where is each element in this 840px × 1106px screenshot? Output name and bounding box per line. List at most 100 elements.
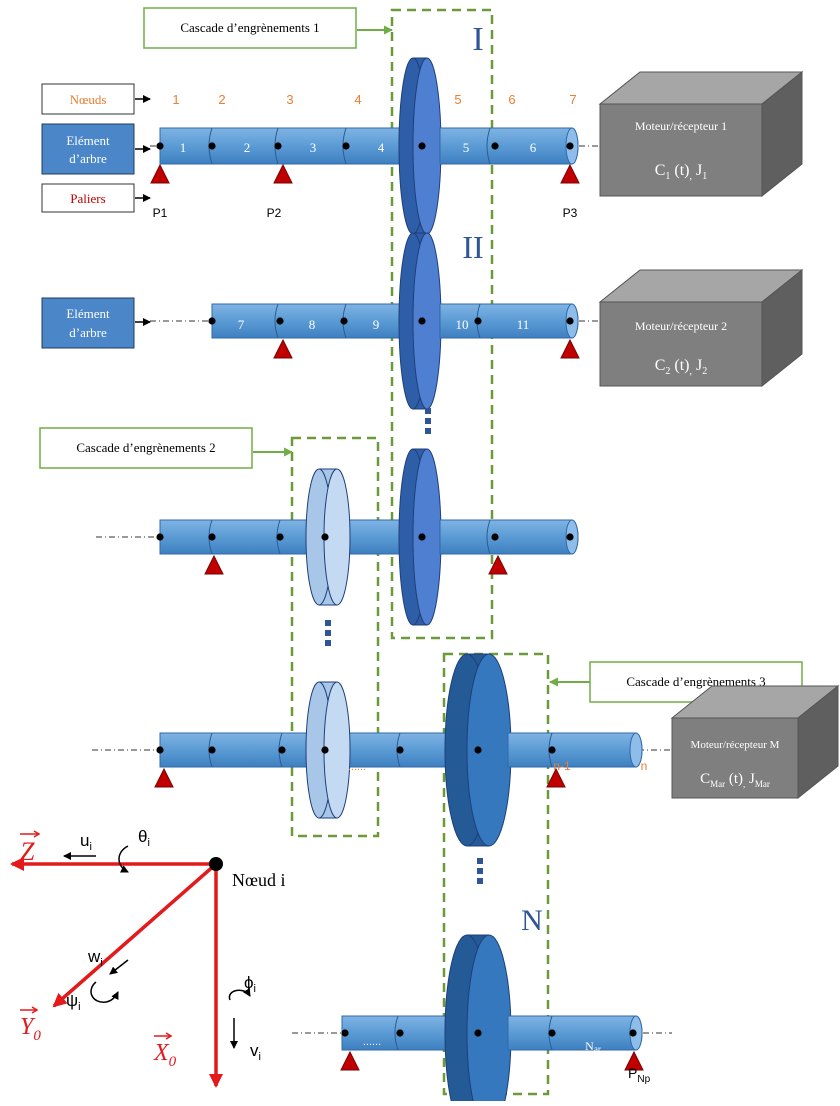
psi-label: ψi bbox=[66, 991, 81, 1013]
u-main: u bbox=[80, 831, 89, 850]
motor2-c: C bbox=[655, 357, 666, 374]
stage-label-N: N bbox=[521, 904, 543, 937]
continuation-dot bbox=[325, 640, 331, 646]
gear-stage-I-face bbox=[412, 57, 442, 235]
z-label-main: Z bbox=[20, 837, 35, 866]
cascade2-label-box bbox=[39, 427, 253, 469]
node-point bbox=[321, 533, 329, 541]
motorM-c-sub: Mar bbox=[710, 779, 725, 789]
stage-label-I: I bbox=[472, 21, 483, 58]
node-point bbox=[474, 1029, 482, 1037]
last-shaft-node-n-1: n-1 bbox=[553, 759, 571, 773]
motor2-formula: C2 (t), J2 bbox=[655, 357, 708, 377]
psi-rotation-icon bbox=[90, 981, 119, 1003]
motorM-c: C bbox=[700, 771, 710, 787]
motor2-c-sub: 2 bbox=[665, 366, 670, 377]
shafts-layer bbox=[92, 57, 708, 1106]
shaft-body bbox=[439, 303, 573, 339]
stage-label-II: II bbox=[462, 229, 483, 265]
continuation-dot bbox=[425, 418, 431, 424]
shaft1-element-numbers: 1 2 3 4 5 6 bbox=[180, 140, 537, 155]
w-main: w bbox=[87, 947, 101, 966]
node-point bbox=[566, 317, 574, 325]
continuation-dot bbox=[425, 428, 431, 434]
node-point bbox=[566, 533, 574, 541]
node-point bbox=[396, 1029, 404, 1037]
node-point bbox=[156, 533, 164, 541]
motor2-sep: , bbox=[690, 366, 693, 377]
psi-sub: i bbox=[78, 1001, 80, 1013]
x-label-main: X bbox=[153, 1040, 170, 1066]
bearing-PNp-sub: Np bbox=[637, 1074, 650, 1085]
psi-main: ψ bbox=[66, 991, 78, 1010]
shaft-body bbox=[439, 519, 573, 555]
shaft1-node-number: 6 bbox=[508, 92, 515, 107]
phi-main: ϕ bbox=[244, 973, 254, 992]
theta-sub: i bbox=[147, 837, 149, 849]
bearing-triangle bbox=[624, 1050, 644, 1071]
paliers-legend-label: Paliers bbox=[70, 191, 105, 206]
cascade3-box bbox=[442, 652, 550, 1096]
motor1-front bbox=[599, 103, 763, 197]
node-point bbox=[321, 746, 329, 754]
motor1-c-sub: 1 bbox=[665, 171, 670, 182]
shaft1-element-number: 2 bbox=[244, 140, 251, 155]
shaft1-element-number: 4 bbox=[378, 140, 385, 155]
theta-main: θ bbox=[138, 827, 147, 846]
node-point bbox=[156, 746, 164, 754]
motor1-sep: , bbox=[690, 171, 693, 182]
continuation-dot bbox=[325, 620, 331, 626]
last-element-sub: ar bbox=[594, 1044, 601, 1054]
node-point bbox=[418, 317, 426, 325]
y-label-sub: 0 bbox=[33, 1028, 41, 1044]
theta-label: θi bbox=[138, 827, 150, 849]
motor-box-1: Moteur/récepteur 1 C1 (t), J1 bbox=[598, 70, 804, 198]
phi-rotation-icon bbox=[228, 987, 251, 1001]
v-sub: i bbox=[259, 1051, 261, 1063]
motorM-title: Moteur/récepteur M bbox=[691, 739, 780, 751]
shaft-body bbox=[507, 732, 637, 768]
bearing-triangle bbox=[560, 338, 580, 359]
shaft2-element-number: 8 bbox=[309, 317, 316, 332]
shaft-body bbox=[507, 1015, 637, 1051]
shaft2-element-number: 9 bbox=[373, 317, 380, 332]
last-shaft-element-dots: ...... bbox=[363, 1036, 381, 1048]
shaft2-element-number: 11 bbox=[517, 317, 530, 332]
y-label-main: Y bbox=[20, 1014, 36, 1040]
element-legend2-line1: Elément bbox=[66, 306, 110, 321]
bearing-label-PNp: PNp bbox=[628, 1065, 651, 1085]
node-point bbox=[208, 533, 216, 541]
phi-sub: i bbox=[254, 983, 256, 995]
node-point bbox=[548, 1029, 556, 1037]
continuation-dot bbox=[477, 868, 483, 874]
motor1-j: J bbox=[692, 162, 702, 179]
phi-label: ϕi bbox=[244, 973, 256, 995]
v-main: v bbox=[250, 1041, 259, 1060]
bearing-triangle bbox=[204, 554, 224, 575]
bearing-triangle bbox=[154, 767, 174, 788]
node-point bbox=[276, 317, 284, 325]
element-legend-line1: Elément bbox=[66, 133, 110, 148]
shaft-end-face bbox=[629, 732, 643, 768]
x-label-sub: 0 bbox=[169, 1054, 177, 1070]
node-point bbox=[491, 142, 499, 150]
motorM-j-sub: Mar bbox=[755, 779, 770, 789]
node-point bbox=[340, 317, 348, 325]
node-point bbox=[418, 142, 426, 150]
element-legend2-line2: d’arbre bbox=[69, 325, 107, 340]
motor1-c: C bbox=[655, 162, 666, 179]
shaft1-node-number: 4 bbox=[354, 92, 361, 107]
y-axis-label: Y0 bbox=[20, 1014, 41, 1044]
last-shaft-node-dots: ...... bbox=[348, 761, 366, 773]
cascade1-label-box bbox=[143, 7, 357, 49]
coordinate-frame: Nœud i Z Y0 X0 ui θi wi bbox=[10, 827, 286, 1088]
gear-stage-II-face bbox=[412, 232, 442, 410]
bearing-triangle bbox=[488, 554, 508, 575]
shaft1-node-number: 1 bbox=[172, 92, 179, 107]
y-axis-arrow bbox=[52, 862, 218, 1008]
element-legend-box-1 bbox=[41, 123, 135, 175]
shaft1-node-number: 3 bbox=[286, 92, 293, 107]
node-point bbox=[208, 142, 216, 150]
u-sub: i bbox=[89, 841, 91, 853]
